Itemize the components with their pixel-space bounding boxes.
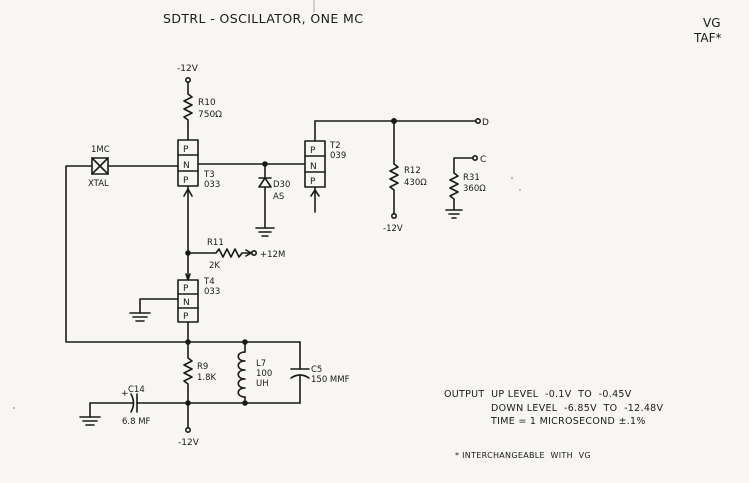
svg-text:-12V: -12V [178,438,200,448]
resistor-r9: R9 1.8K [183,341,217,404]
output-terminal-d: D [474,118,489,128]
svg-text:+12M: +12M [260,250,285,260]
svg-text:033: 033 [204,287,220,297]
corner-code-line1: VG [703,16,721,30]
resistor-r12: R12 430Ω -12V [383,120,427,234]
inductor-l7: L7 100 UH [237,341,272,404]
svg-text:R11: R11 [207,238,224,248]
resistor-r11: R11 2K +12M [187,238,285,271]
svg-text:C5: C5 [311,365,322,375]
ground-c14 [79,402,101,426]
supply-terminal-top: -12V [177,64,199,84]
diode-d30: D30 AS [258,163,290,229]
svg-text:T4: T4 [203,277,215,287]
transistor-t2: P N P T2 039 [304,140,346,188]
svg-text:039: 039 [330,151,346,161]
svg-text:P: P [183,145,189,155]
svg-text:750Ω: 750Ω [198,110,222,120]
svg-text:2K: 2K [209,261,220,271]
svg-text:R10: R10 [198,98,216,108]
svg-text:430Ω: 430Ω [404,178,427,188]
svg-text:-12V: -12V [383,224,403,234]
svg-text:1MC: 1MC [91,145,110,155]
svg-text:UH: UH [256,379,269,389]
sheet-title: SDTRL - OSCILLATOR, ONE MC [163,11,364,26]
note-time: TIME = 1 MICROSECOND ±.1% [491,416,646,427]
note-up-level: OUTPUT UP LEVEL -0.1V TO -0.45V [444,389,632,400]
svg-text:P: P [310,177,316,187]
svg-text:R12: R12 [404,166,421,176]
svg-text:P: P [183,176,189,186]
ground-d30 [255,227,275,237]
svg-text:360Ω: 360Ω [463,184,486,194]
svg-text:6.8 MF: 6.8 MF [122,417,151,427]
svg-text:+: + [121,389,129,399]
svg-text:-12V: -12V [177,64,199,74]
svg-text:L7: L7 [256,359,266,369]
crystal-xtal: 1MC XTAL [88,145,110,189]
corner-code-line2: TAF* [694,31,722,45]
svg-text:C: C [480,155,486,165]
svg-text:R31: R31 [463,173,480,183]
capacitor-c5: C5 150 MMF [290,341,350,404]
svg-text:N: N [310,162,317,172]
note-down-level: DOWN LEVEL -6.85V TO -12.48V [491,402,664,414]
footnote-interchangeable: * INTERCHANGEABLE WITH VG [455,451,591,460]
svg-text:150 MMF: 150 MMF [311,375,350,385]
supply-terminal-bottom: -12V [178,426,200,448]
output-terminal-c: C [471,155,486,165]
output-spec-notes: OUTPUT UP LEVEL -0.1V TO -0.45V DOWN LEV… [444,388,663,429]
svg-text:P: P [310,146,316,156]
ground-r31 [445,209,463,219]
svg-text:D30: D30 [273,180,290,190]
svg-text:XTAL: XTAL [88,179,109,189]
resistor-r10: R10 750Ω [183,81,222,141]
svg-text:C14: C14 [128,385,145,395]
svg-text:P: P [183,312,189,322]
transistor-t3: P N P T3 033 [177,139,220,190]
ground-t4 [129,312,151,322]
svg-text:D: D [482,118,489,128]
svg-text:AS: AS [273,192,284,202]
svg-text:100: 100 [256,369,272,379]
svg-text:T3: T3 [203,170,215,180]
svg-text:T2: T2 [329,141,341,151]
svg-text:P: P [183,284,189,294]
svg-text:N: N [183,298,190,308]
svg-text:1.8K: 1.8K [197,373,217,383]
capacitor-c14: + C14 6.8 MF [89,385,189,427]
svg-text:N: N [183,161,190,171]
svg-text:033: 033 [204,180,220,190]
svg-text:R9: R9 [197,362,208,372]
resistor-r31: R31 360Ω [449,157,486,211]
transistor-t4: P N P T4 033 [177,277,220,323]
